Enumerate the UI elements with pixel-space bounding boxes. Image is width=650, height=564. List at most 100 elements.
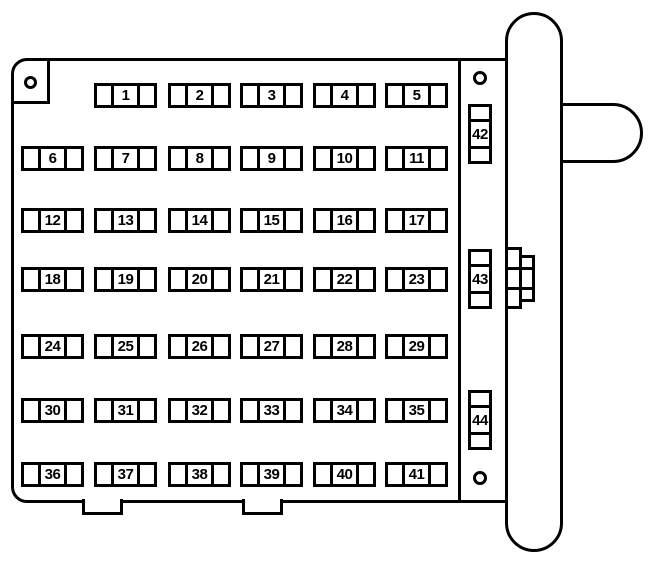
connector-divider-line [505,267,535,270]
fuse-20-cell [171,270,185,289]
fuse-28-label: 28 [336,338,353,355]
fuse-10-cell [359,149,373,168]
fuse-37: 37 [94,462,157,487]
fuse-44-cell: 44 [471,405,489,435]
fuse-17-cell [431,211,445,230]
fuse-34: 34 [313,398,376,423]
fuse-44-cell [471,393,489,405]
fuse-7-cell: 7 [111,149,140,168]
fuse-21-cell: 21 [257,270,286,289]
fuse-9-cell [243,149,257,168]
fuse-12-label: 12 [44,212,61,229]
fuse-4-label: 4 [340,87,349,104]
fuse-12-cell [67,211,81,230]
fuse-12: 12 [21,208,84,233]
fuse-27-cell [286,337,300,356]
fuse-6-cell [24,149,38,168]
fuse-11-cell [388,149,402,168]
mounting-hole-top-icon [473,71,487,85]
fuse-38-cell: 38 [185,465,214,484]
fuse-30: 30 [21,398,84,423]
fuse-31-cell [140,401,154,420]
fuse-3-label: 3 [267,87,276,104]
fuse-24-cell [67,337,81,356]
fuse-36-cell [24,465,38,484]
fuse-14-label: 14 [191,212,208,229]
fuse-38-label: 38 [191,466,208,483]
fuse-10: 10 [313,146,376,171]
fuse-29-cell: 29 [402,337,431,356]
fuse-30-cell: 30 [38,401,67,420]
fuse-22-cell [316,270,330,289]
fuse-32-cell [171,401,185,420]
fuse-3: 3 [240,83,303,108]
fuse-15-label: 15 [263,212,280,229]
fuse-5: 5 [385,83,448,108]
fuse-36-label: 36 [44,466,61,483]
fuse-13-cell [97,211,111,230]
fuse-28-cell [359,337,373,356]
fuse-28-cell [316,337,330,356]
fuse-35-cell [388,401,402,420]
fuse-40-cell [316,465,330,484]
fuse-10-label: 10 [336,150,353,167]
fuse-31-label: 31 [117,402,134,419]
fuse-3-cell [286,86,300,105]
fuse-28: 28 [313,334,376,359]
fuse-2-cell [171,86,185,105]
fuse-33-label: 33 [263,402,280,419]
fuse-25-cell [140,337,154,356]
fuse-20-label: 20 [191,271,208,288]
fuse-27-label: 27 [263,338,280,355]
fuse-15-cell: 15 [257,211,286,230]
fuse-40-cell: 40 [330,465,359,484]
fuse-25: 25 [94,334,157,359]
fuse-13-label: 13 [117,212,134,229]
fuse-35-cell [431,401,445,420]
fuse-24-cell [24,337,38,356]
fuse-7-label: 7 [121,150,130,167]
fuse-26-cell: 26 [185,337,214,356]
fuse-6: 6 [21,146,84,171]
fuse-7-cell [140,149,154,168]
fuse-6-label: 6 [48,150,57,167]
fuse-42-cell [471,107,489,119]
fuse-8-cell: 8 [185,149,214,168]
fuse-15-cell [286,211,300,230]
fuse-24-cell: 24 [38,337,67,356]
fuse-38: 38 [168,462,231,487]
fuse-26-label: 26 [191,338,208,355]
fuse-15: 15 [240,208,303,233]
fuse-21-cell [286,270,300,289]
connector-divider-line [505,287,535,290]
fuse-24: 24 [21,334,84,359]
fuse-33-cell [286,401,300,420]
fuse-17-cell: 17 [402,211,431,230]
fuse-3-cell [243,86,257,105]
fuse-19: 19 [94,267,157,292]
fuse-41-label: 41 [408,466,425,483]
fuse-3-cell: 3 [257,86,286,105]
fuse-4-cell: 4 [330,86,359,105]
fuse-16-cell [316,211,330,230]
fuse-40-cell [359,465,373,484]
mounting-hole-icon [24,76,37,89]
fuse-23-label: 23 [408,271,425,288]
fuse-11-cell [431,149,445,168]
fuse-42-label: 42 [472,125,488,143]
corner-bracket [11,58,50,104]
fuse-18-cell: 18 [38,270,67,289]
fuse-34-cell [359,401,373,420]
fuse-13-cell [140,211,154,230]
panel-divider-line [458,58,461,503]
fuse-9-cell [286,149,300,168]
fuse-36-cell: 36 [38,465,67,484]
mounting-hole-bottom-icon [473,471,487,485]
fuse-11-cell: 11 [402,149,431,168]
fuse-9: 9 [240,146,303,171]
fuse-19-cell [97,270,111,289]
fuse-23: 23 [385,267,448,292]
fuse-7: 7 [94,146,157,171]
fuse-2-label: 2 [195,87,204,104]
fuse-43-cell [471,252,489,264]
